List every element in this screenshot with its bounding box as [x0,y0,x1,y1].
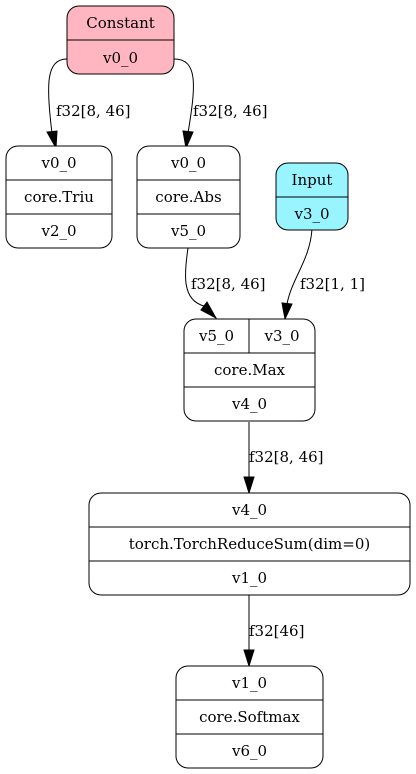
node-output: v6_0 [231,742,267,760]
node-op: core.Triu [24,188,94,206]
node-title: Constant [86,14,155,32]
node-input[interactable]: Input v3_0 [275,162,349,231]
node-box [175,665,324,769]
node-box [136,145,241,249]
edge-line [184,247,205,307]
edge-label: f32[8, 46] [56,102,131,120]
node-constant[interactable]: Constant v0_0 [66,5,175,75]
node-abs[interactable]: v0_0 core.Abs v5_0 [136,145,241,249]
edge-constant-to-abs: f32[8, 46] [173,58,268,150]
node-input: v0_0 [40,154,76,172]
node-op: core.Softmax [199,708,300,726]
edge-constant-to-triu: f32[8, 46] [46,58,131,150]
node-output: v5_0 [170,222,206,240]
node-input: v0_0 [170,154,206,172]
edge-max-to-reducesum: f32[8, 46] [243,422,324,495]
node-box [5,145,113,249]
edge-label: f32[46] [249,622,304,640]
edge-abs-to-max: f32[8, 46] [184,247,266,320]
node-triu[interactable]: v0_0 core.Triu v2_0 [5,145,113,249]
edges: f32[8, 46] f32[8, 46] f32[8, 46] f32[1, … [46,58,365,668]
edge-label: f32[1, 1] [300,275,365,293]
arrowhead-icon [46,130,58,150]
edge-reducesum-to-softmax: f32[46] [243,595,304,668]
node-op: core.Max [214,361,286,379]
node-output: v4_0 [231,395,267,413]
node-input: v4_0 [231,501,267,519]
edge-label: f32[8, 46] [249,448,324,466]
node-input-b: v3_0 [263,327,299,345]
arrowhead-icon [243,476,255,495]
node-softmax[interactable]: v1_0 core.Softmax v6_0 [175,665,324,769]
edge-label: f32[8, 46] [191,275,266,293]
node-max[interactable]: v5_0 v3_0 core.Max v4_0 [183,318,316,422]
node-op: torch.TorchReduceSum(dim=0) [129,535,370,553]
arrowhead-icon [200,301,218,320]
node-output: v3_0 [293,205,329,223]
node-box [88,492,411,596]
edge-line [173,58,194,134]
node-input: v1_0 [231,674,267,692]
node-op: core.Abs [155,188,221,206]
node-title: Input [292,171,333,189]
edge-line [286,228,313,305]
node-input-a: v5_0 [198,327,234,345]
node-output: v2_0 [40,222,76,240]
node-output: v0_0 [102,49,138,67]
node-output: v1_0 [231,569,267,587]
edge-line [48,58,68,134]
arrowhead-icon [281,302,293,321]
arrowhead-icon [243,649,255,668]
edge-label: f32[8, 46] [193,102,268,120]
arrowhead-icon [182,130,194,150]
edge-input-to-max: f32[1, 1] [281,228,365,321]
node-reducesum[interactable]: v4_0 torch.TorchReduceSum(dim=0) v1_0 [88,492,411,596]
